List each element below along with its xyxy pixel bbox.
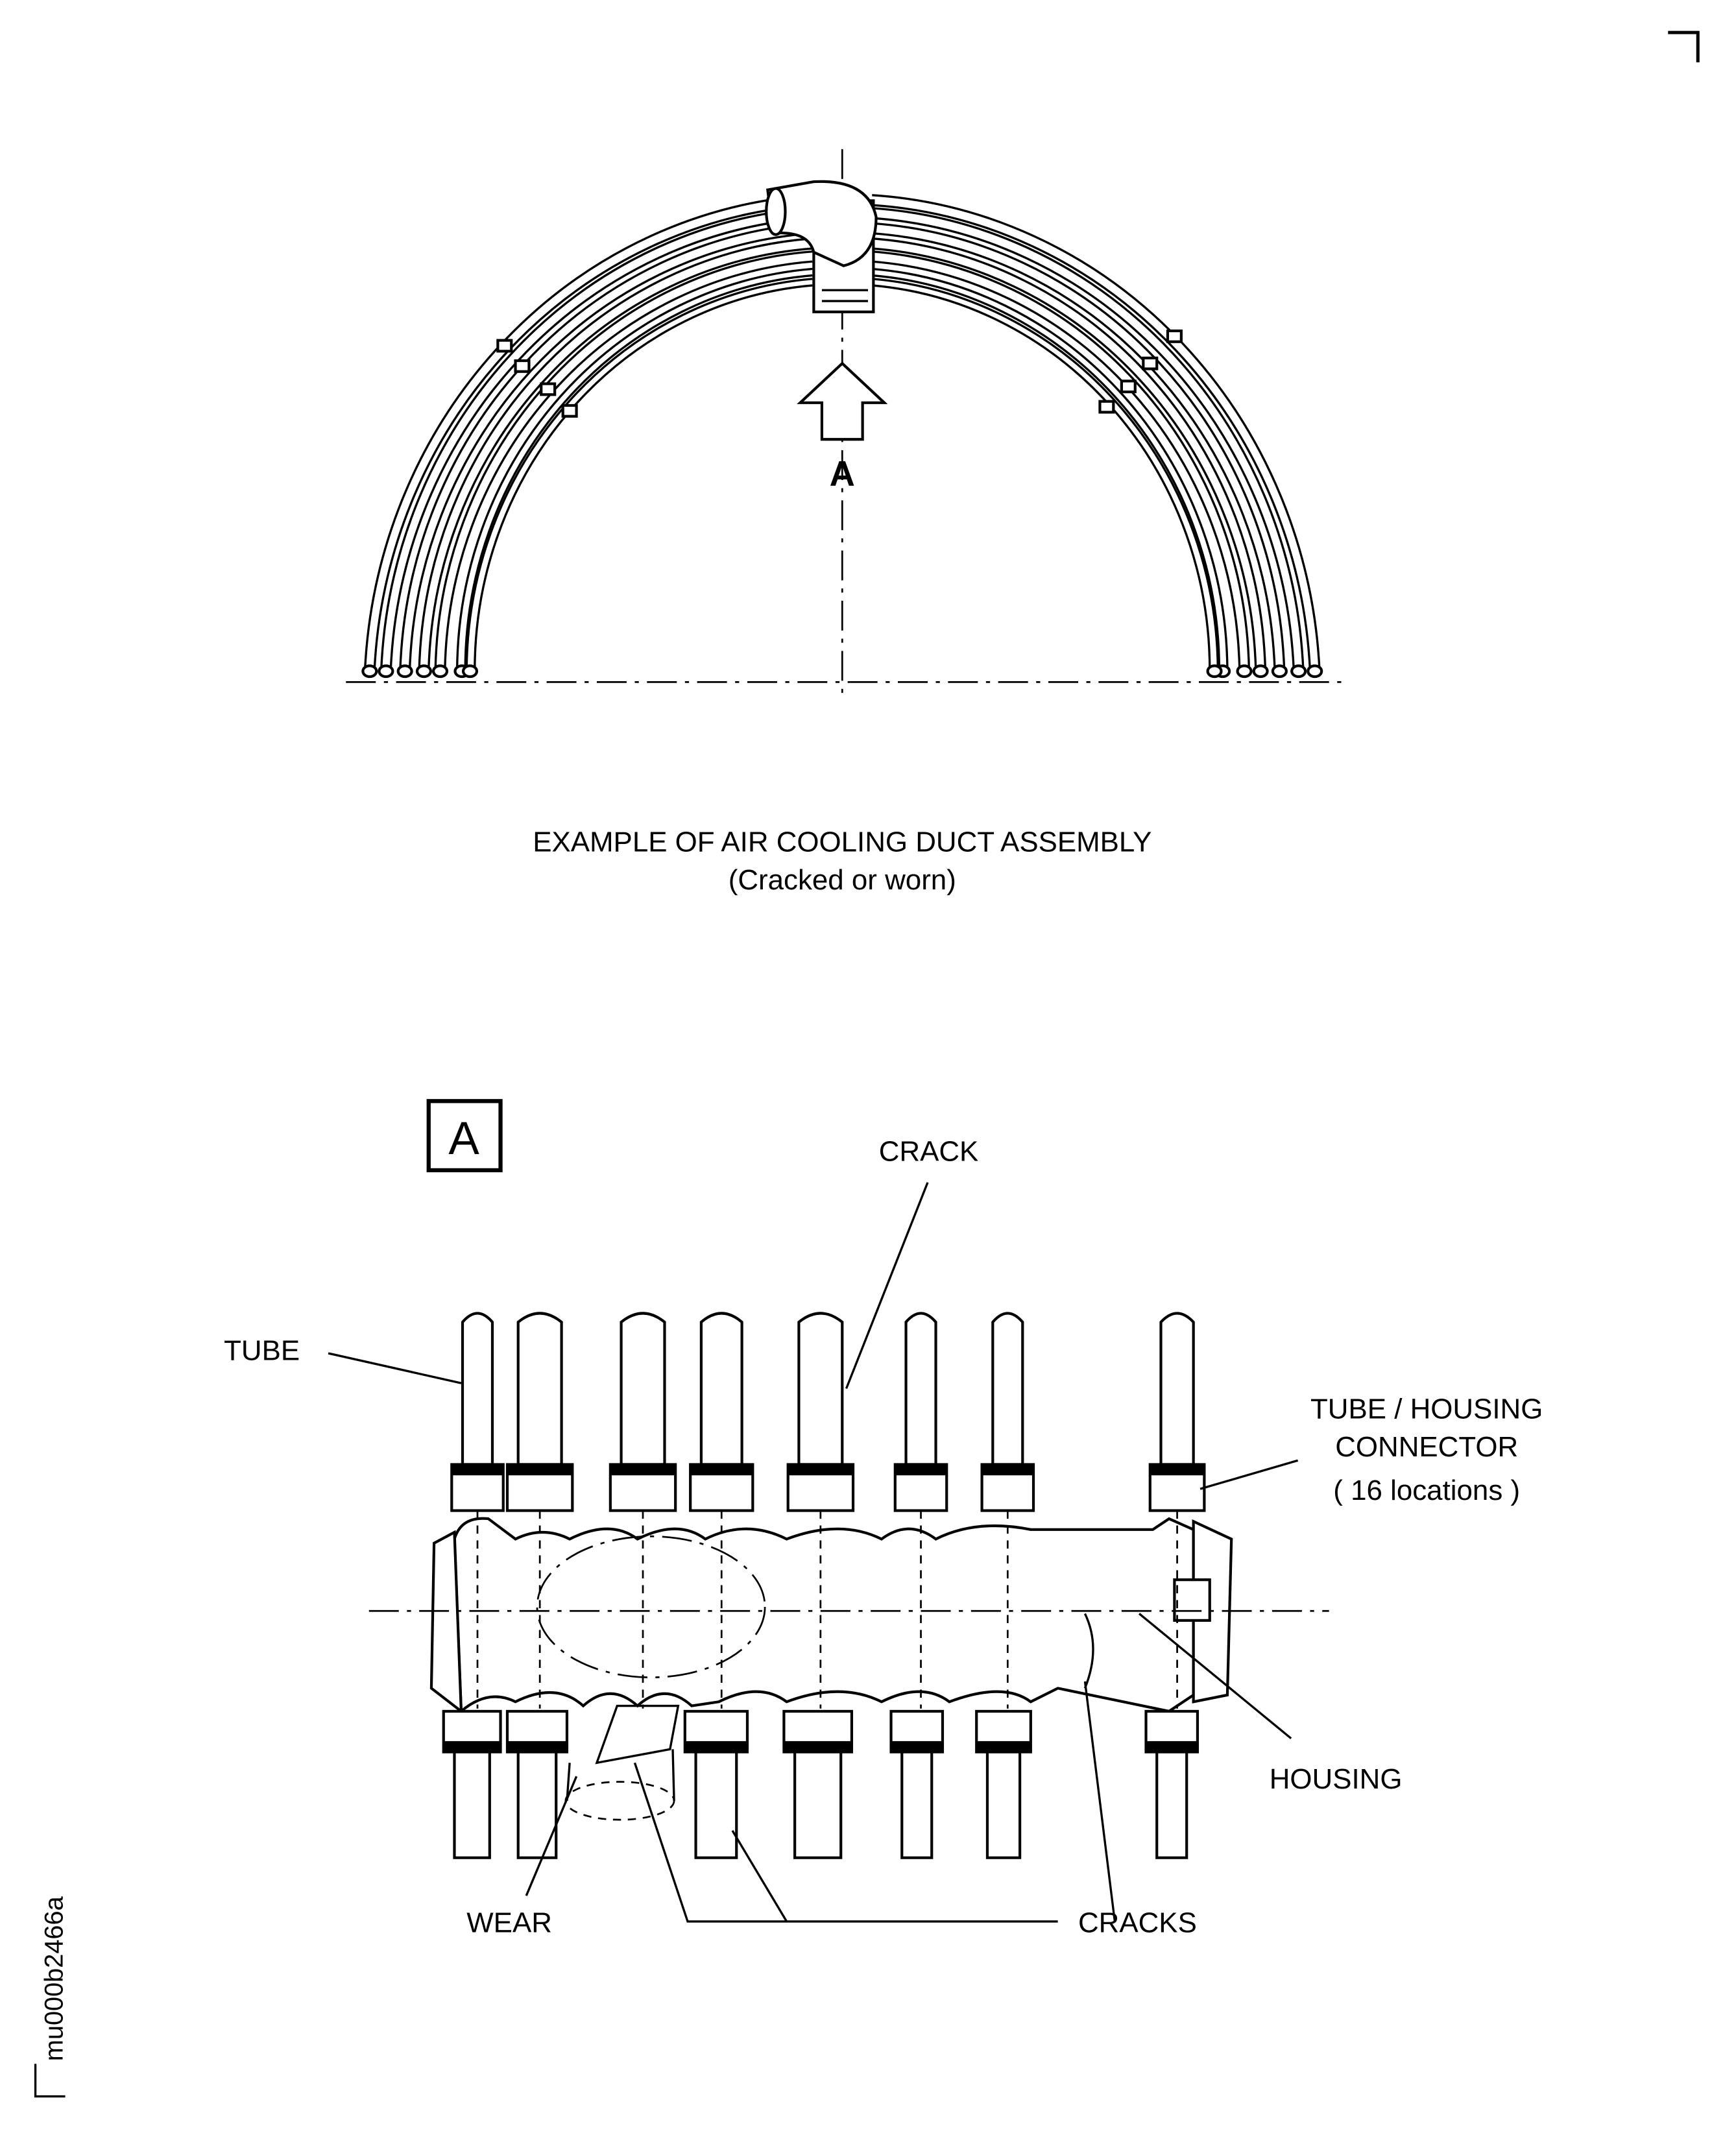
duct-tube-arc xyxy=(428,247,1257,671)
connector-band xyxy=(891,1741,943,1752)
tube-end xyxy=(431,664,449,679)
caption-subtitle: (Cracked or worn) xyxy=(729,864,956,896)
tube-top xyxy=(797,1312,844,1466)
tube-end xyxy=(396,664,413,679)
duct-clamp xyxy=(496,339,513,353)
duct-housing-elbow xyxy=(765,180,878,313)
tube-top xyxy=(991,1312,1024,1466)
connector-band xyxy=(1146,1741,1198,1752)
tube-bottom xyxy=(1155,1750,1188,1859)
connector-band xyxy=(982,1464,1034,1476)
tube-end xyxy=(361,664,378,679)
tube-bottom xyxy=(900,1750,934,1859)
drawing-id-bracket xyxy=(34,2064,66,2098)
drawing-id: mu000b2466a xyxy=(40,1896,68,2061)
detail-view-label: A xyxy=(448,1113,479,1164)
tube-bottom xyxy=(694,1750,738,1859)
duct-tube-arc xyxy=(418,237,1267,671)
connector-band xyxy=(452,1464,503,1476)
tube-top xyxy=(904,1312,937,1466)
label-connector-line2: CONNECTOR xyxy=(1335,1431,1518,1463)
tube-top xyxy=(1159,1312,1195,1466)
duct-clamp xyxy=(561,404,578,418)
duct-clamp xyxy=(1166,329,1183,343)
tube-end xyxy=(1236,664,1253,679)
tube-end xyxy=(1290,664,1307,679)
connector-band xyxy=(788,1464,854,1476)
connector-band xyxy=(610,1464,676,1476)
connector-band xyxy=(684,1741,747,1752)
tube-end xyxy=(378,664,394,679)
tube-end xyxy=(1307,664,1323,679)
duct-clamp xyxy=(1142,356,1159,370)
label-housing: HOUSING xyxy=(1270,1763,1403,1795)
tube-bottom xyxy=(985,1750,1022,1859)
leader-lines xyxy=(328,1182,1299,1923)
tube-end xyxy=(1206,664,1223,679)
duct-clamp xyxy=(1120,380,1137,394)
connector-band xyxy=(443,1741,501,1752)
label-crack: CRACK xyxy=(879,1135,979,1167)
duct-tube-arc xyxy=(380,207,1305,671)
tube-top xyxy=(516,1312,563,1466)
label-cracks: CRACKS xyxy=(1078,1907,1197,1939)
housing xyxy=(429,1517,1233,1821)
tube-top xyxy=(461,1312,494,1466)
detail-view-box xyxy=(426,1099,503,1173)
connector-band xyxy=(507,1464,573,1476)
tube-end xyxy=(1252,664,1269,679)
air-cooling-duct-assembly xyxy=(361,194,1323,679)
connector-band xyxy=(507,1741,567,1752)
tube-end xyxy=(415,664,432,679)
duct-tube-arc xyxy=(408,232,1276,671)
connector-band xyxy=(895,1464,947,1476)
duct-clamp xyxy=(540,382,557,396)
caption-title: EXAMPLE OF AIR COOLING DUCT ASSEMBLY xyxy=(533,826,1151,858)
connector-band xyxy=(784,1741,852,1752)
label-connector-line3: ( 16 locations ) xyxy=(1333,1475,1520,1506)
label-wear: WEAR xyxy=(466,1907,552,1939)
view-arrow-label: A xyxy=(830,453,855,493)
connector-band xyxy=(690,1464,753,1476)
tube-top xyxy=(699,1312,743,1466)
label-connector-line1: TUBE / HOUSING xyxy=(1310,1393,1543,1425)
tube-bottom xyxy=(453,1750,491,1859)
duct-clamp xyxy=(1098,400,1115,414)
tube-bottom xyxy=(516,1750,558,1859)
tube-bottom xyxy=(793,1750,843,1859)
tubes xyxy=(442,1312,1206,1859)
connector-band xyxy=(976,1741,1031,1752)
connector-band xyxy=(1150,1464,1205,1476)
tube-top xyxy=(620,1312,666,1466)
corner-mark xyxy=(1668,30,1700,63)
tube-end xyxy=(461,664,479,679)
tube-end xyxy=(1271,664,1288,679)
duct-clamp xyxy=(514,359,531,373)
label-tube: TUBE xyxy=(224,1335,300,1367)
duct-tube-arc xyxy=(464,274,1221,671)
duct-tube-arc xyxy=(455,267,1229,671)
view-arrow-icon xyxy=(797,361,888,441)
